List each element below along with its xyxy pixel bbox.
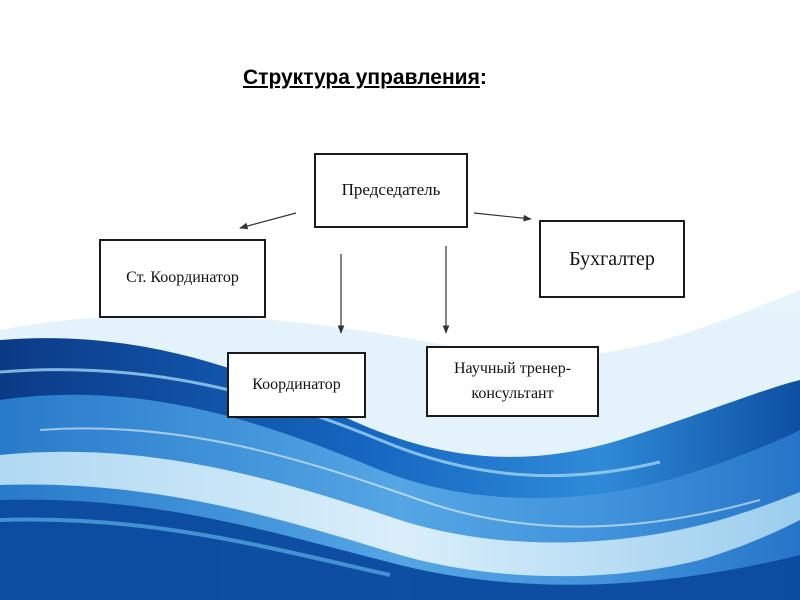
arrow-chair-to-accountant <box>473 212 532 222</box>
node-coordinator-label: Координатор <box>252 375 341 393</box>
node-trainer-label-line2: консультант <box>471 384 554 402</box>
title-colon: : <box>479 66 487 89</box>
node-trainer-label-line1: Научный тренер- <box>453 359 572 377</box>
node-accountant: Бухгалтер <box>539 220 685 298</box>
node-chairman: Председатель <box>314 153 468 228</box>
node-coordinator: Координатор <box>227 352 366 418</box>
node-senior-coordinator: Ст. Координатор <box>99 239 266 318</box>
node-accountant-label: Бухгалтер <box>569 247 655 270</box>
title-text: Структура управления <box>243 66 480 89</box>
node-senior-coordinator-label: Ст. Координатор <box>126 269 239 287</box>
arrow-chair-to-senior-coordinator <box>239 212 297 230</box>
node-chairman-label: Председатель <box>341 180 441 200</box>
diagram-title: Структура управления: <box>243 66 487 90</box>
node-trainer-consultant: Научный тренер- консультант <box>426 346 599 417</box>
